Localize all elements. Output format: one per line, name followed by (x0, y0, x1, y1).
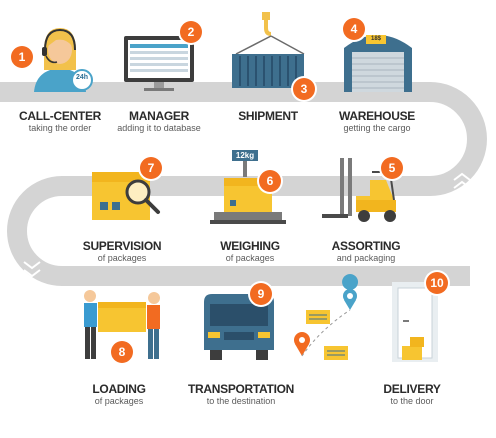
step-number-badge: 4 (343, 18, 365, 40)
step-title: MANAGER (129, 109, 189, 123)
step-subtitle: getting the cargo (343, 123, 411, 133)
step-subtitle: of packages (225, 253, 275, 263)
step-label: MANAGER adding it to database (104, 110, 214, 134)
step-number-badge: 3 (293, 78, 315, 100)
step-title: WEIGHING (220, 239, 280, 253)
warehouse-sign: 18$ (370, 36, 381, 42)
step-title: DELIVERY (383, 382, 441, 396)
step-label: TRANSPORTATION to the destination (186, 383, 296, 407)
step-subtitle: of packages (97, 253, 147, 263)
step-number-badge: 2 (180, 21, 202, 43)
step-subtitle: and packaging (336, 253, 396, 263)
step-subtitle: to the destination (206, 396, 276, 406)
step-title: CALL-CENTER (18, 109, 102, 123)
step-number-badge: 8 (111, 341, 133, 363)
step-label: SHIPMENT (213, 110, 323, 123)
step-number-badge: 1 (11, 46, 33, 68)
step-title: TRANSPORTATION (187, 382, 294, 396)
step-label: SUPERVISION of packages (67, 240, 177, 264)
step-number-badge: 6 (259, 170, 281, 192)
step-number-badge: 5 (381, 157, 403, 179)
road-arrow-icon (453, 172, 471, 189)
step-label: CALL-CENTER taking the order (5, 110, 115, 134)
step-subtitle: of packages (94, 396, 144, 406)
step-title: SUPERVISION (82, 239, 162, 253)
step-number-badge: 9 (250, 283, 272, 305)
step-label: ASSORTING and packaging (311, 240, 421, 264)
step-subtitle: to the door (390, 396, 434, 406)
step-title: WAREHOUSE (339, 109, 415, 123)
step-subtitle: taking the order (28, 123, 92, 133)
step-label: WAREHOUSE getting the cargo (322, 110, 432, 134)
24h-badge-text: 24h (75, 74, 89, 81)
scale-reading: 12kg (235, 151, 255, 160)
step-label: WEIGHING of packages (195, 240, 305, 264)
road-arrow-icon (23, 261, 41, 278)
step-number-badge: 7 (140, 157, 162, 179)
step-subtitle: adding it to database (117, 123, 201, 133)
step-title: ASSORTING (331, 239, 401, 253)
step-title: LOADING (92, 382, 146, 396)
step-number-badge: 10 (426, 272, 448, 294)
step-label: LOADING of packages (64, 383, 174, 407)
step-label: DELIVERY to the door (357, 383, 467, 407)
step-title: SHIPMENT (238, 109, 298, 123)
